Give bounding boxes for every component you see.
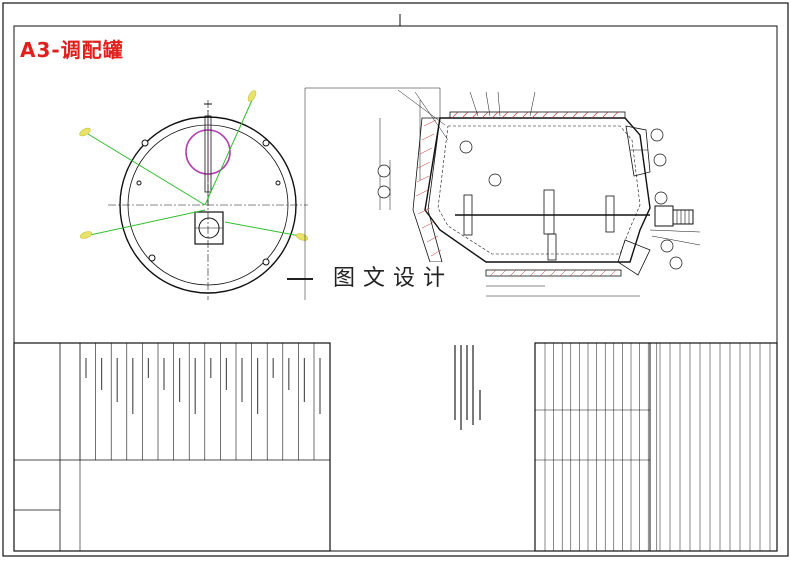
- leader-line: [224, 221, 301, 237]
- part-callout: [650, 128, 664, 142]
- drawing-title: A3-调配罐: [20, 38, 124, 62]
- support-leg: [275, 180, 281, 186]
- balloon-icon: [79, 231, 93, 239]
- support-leg: [148, 254, 156, 262]
- support-leg: [141, 139, 149, 147]
- impeller-blade: [543, 189, 555, 235]
- parts-table-right: [534, 342, 778, 552]
- impeller-blade: [547, 233, 557, 261]
- leader-line: [87, 133, 206, 206]
- roof-hatch: [451, 111, 619, 119]
- watermark-dash: [287, 278, 313, 280]
- balloon-icon: [247, 90, 257, 102]
- parts-columns: [544, 343, 771, 551]
- support-leg: [136, 180, 142, 186]
- tank-liner: [437, 125, 641, 255]
- section-view: [304, 87, 701, 300]
- balloon-icon: [295, 233, 309, 241]
- leader-line: [204, 97, 254, 206]
- motor-fan: [672, 209, 694, 225]
- bottom-outlet: [617, 239, 651, 276]
- part-callout: [653, 153, 667, 167]
- part-callout: [660, 239, 674, 253]
- part-callout: [654, 191, 668, 205]
- watermark-text: 图文设计: [318, 262, 468, 296]
- section-leaders: [397, 89, 701, 246]
- technical-notes: [454, 345, 481, 430]
- impeller-blade: [605, 195, 615, 233]
- bottom-insulation: [485, 269, 622, 277]
- balloon-icon: [79, 127, 91, 137]
- motor-body: [654, 205, 674, 227]
- impeller-blade: [463, 194, 473, 236]
- part-callout: [488, 173, 502, 187]
- part-callout: [669, 256, 683, 270]
- bom-rows: [79, 343, 321, 460]
- plan-view: [79, 90, 309, 300]
- part-callout: [459, 140, 473, 154]
- leader-line: [89, 209, 206, 236]
- motor-fins: [676, 210, 690, 224]
- left-wall-hatch: [415, 119, 442, 257]
- roof-insulation: [449, 111, 626, 119]
- part-callout: [377, 164, 391, 178]
- tank-shell: [424, 117, 651, 263]
- bottom-hatch: [489, 269, 617, 277]
- support-leg: [262, 139, 270, 147]
- inner-frame: [13, 25, 778, 552]
- support-leg: [262, 258, 270, 266]
- part-callout: [377, 185, 391, 199]
- side-manhole: [625, 125, 651, 177]
